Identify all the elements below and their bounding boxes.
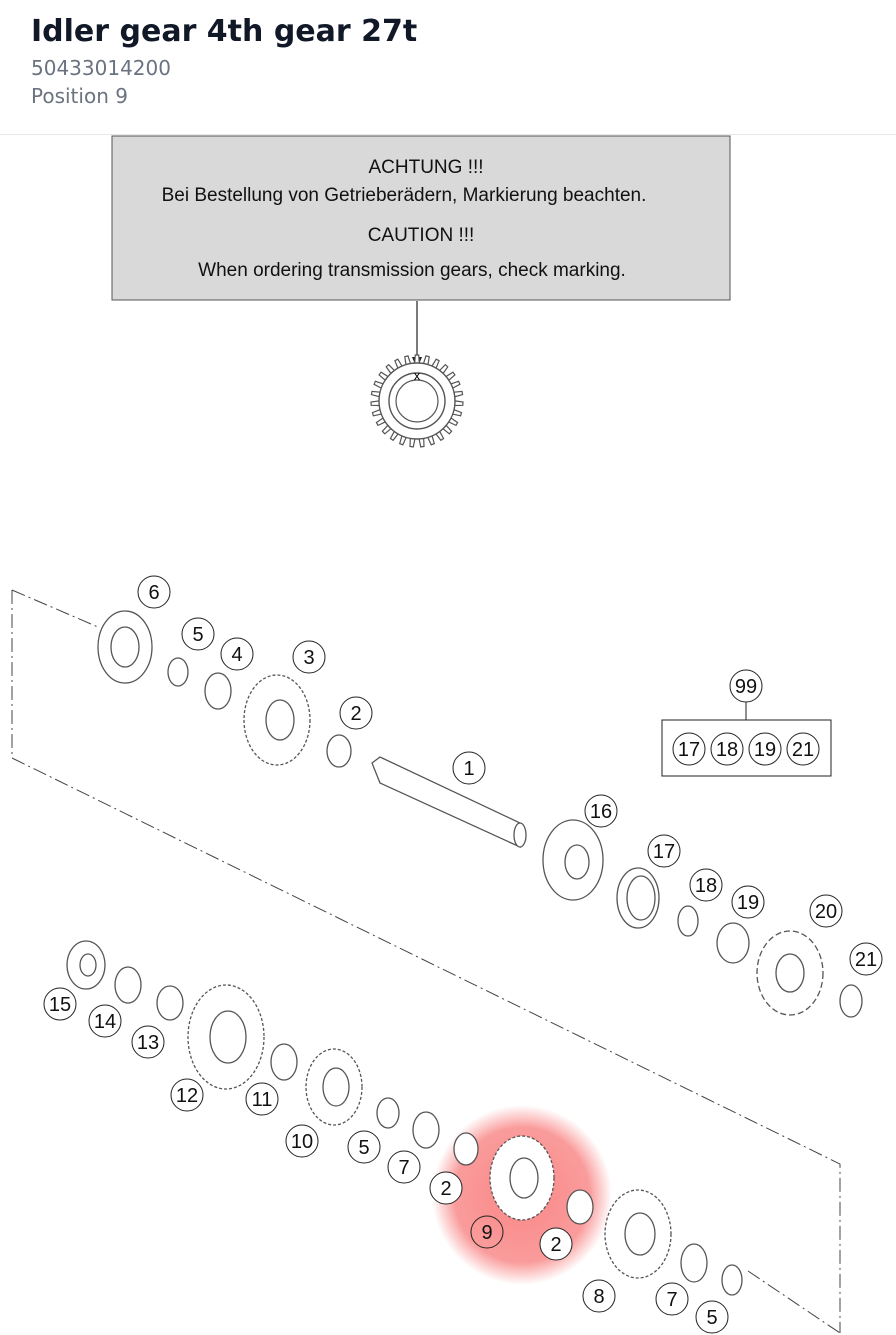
svg-text:21: 21 [792, 739, 814, 761]
callout-1[interactable]: 1 [452, 751, 486, 785]
kit-item[interactable]: 19 [748, 732, 782, 766]
svg-text:2: 2 [350, 703, 361, 725]
gear-tooth [370, 400, 380, 407]
kit-99: 99 17 18 19 21 [661, 669, 832, 777]
svg-text:3: 3 [303, 647, 314, 669]
notice-de-heading: ACHTUNG !!! [368, 157, 483, 178]
callout-18[interactable]: 18 [689, 868, 723, 902]
callout-7[interactable]: 7 [387, 1150, 421, 1184]
part-number: 50433014200 [31, 56, 171, 80]
svg-text:15: 15 [49, 994, 71, 1016]
gear-tooth [409, 437, 416, 448]
callout-17[interactable]: 17 [647, 834, 681, 868]
svg-text:10: 10 [291, 1131, 313, 1153]
svg-text:20: 20 [815, 901, 837, 923]
callout-7[interactable]: 7 [655, 1282, 689, 1316]
callout-6[interactable]: 6 [137, 575, 171, 609]
svg-text:5: 5 [706, 1307, 717, 1329]
callout-13[interactable]: 13 [131, 1025, 165, 1059]
caution-notice: ACHTUNG !!! Bei Bestellung von Getrieber… [111, 135, 731, 301]
callout-2[interactable]: 2 [339, 696, 373, 730]
svg-text:19: 19 [754, 739, 776, 761]
svg-text:2: 2 [550, 1234, 561, 1256]
gear-tooth [414, 354, 420, 364]
callout-5[interactable]: 5 [347, 1130, 381, 1164]
notice-en-text: When ordering transmission gears, check … [198, 260, 626, 281]
callout-4[interactable]: 4 [220, 637, 254, 671]
callout-21[interactable]: 21 [849, 942, 883, 976]
svg-text:4: 4 [231, 644, 242, 666]
svg-text:21: 21 [855, 949, 877, 971]
callout-2[interactable]: 2 [539, 1227, 573, 1261]
svg-text:18: 18 [695, 875, 717, 897]
callout-10[interactable]: 10 [285, 1124, 319, 1158]
svg-text:14: 14 [94, 1011, 116, 1033]
svg-text:12: 12 [176, 1085, 198, 1107]
part-position: Position 9 [31, 84, 128, 108]
svg-text:17: 17 [653, 841, 675, 863]
callout-5[interactable]: 5 [181, 617, 215, 651]
svg-text:17: 17 [678, 739, 700, 761]
marked-gear-icon: x [370, 354, 464, 448]
callout-3[interactable]: 3 [292, 640, 326, 674]
callout-2[interactable]: 2 [429, 1171, 463, 1205]
svg-text:2: 2 [440, 1178, 451, 1200]
callout-16[interactable]: 16 [584, 794, 618, 828]
svg-text:11: 11 [252, 1089, 273, 1111]
part-title: Idler gear 4th gear 27t [31, 14, 418, 49]
svg-text:7: 7 [666, 1289, 677, 1311]
callout-12[interactable]: 12 [170, 1078, 204, 1112]
svg-text:18: 18 [716, 739, 738, 761]
notice-de-text: Bei Bestellung von Getrieberädern, Marki… [162, 185, 647, 206]
part-header: Idler gear 4th gear 27t 50433014200 Posi… [0, 0, 896, 135]
svg-text:5: 5 [358, 1137, 369, 1159]
gear-tooth [418, 437, 425, 448]
notice-en-heading: CAUTION !!! [368, 225, 475, 246]
exploded-diagram: ACHTUNG !!! Bei Bestellung von Getrieber… [11, 135, 883, 1334]
svg-text:9: 9 [481, 1222, 492, 1244]
svg-text:13: 13 [137, 1032, 159, 1054]
kit-label: 99 [735, 676, 757, 698]
svg-text:16: 16 [590, 801, 612, 823]
svg-text:7: 7 [398, 1157, 409, 1179]
gear-tooth [454, 400, 464, 407]
callout-5[interactable]: 5 [695, 1300, 729, 1334]
callout-20[interactable]: 20 [809, 894, 843, 928]
kit-item[interactable]: 17 [672, 732, 706, 766]
callout-11[interactable]: 11 [245, 1082, 279, 1116]
callout-14[interactable]: 14 [88, 1004, 122, 1038]
gear-marking-label: x [414, 368, 421, 383]
kit-item[interactable]: 21 [786, 732, 820, 766]
svg-text:8: 8 [593, 1286, 604, 1308]
kit-item[interactable]: 18 [710, 732, 744, 766]
svg-text:1: 1 [463, 758, 474, 780]
callout-9[interactable]: 9 [470, 1215, 504, 1249]
callout-19[interactable]: 19 [731, 885, 765, 919]
callout-8[interactable]: 8 [582, 1279, 616, 1313]
svg-text:6: 6 [148, 582, 159, 604]
callout-15[interactable]: 15 [43, 987, 77, 1021]
svg-text:19: 19 [737, 892, 759, 914]
svg-text:5: 5 [192, 624, 203, 646]
